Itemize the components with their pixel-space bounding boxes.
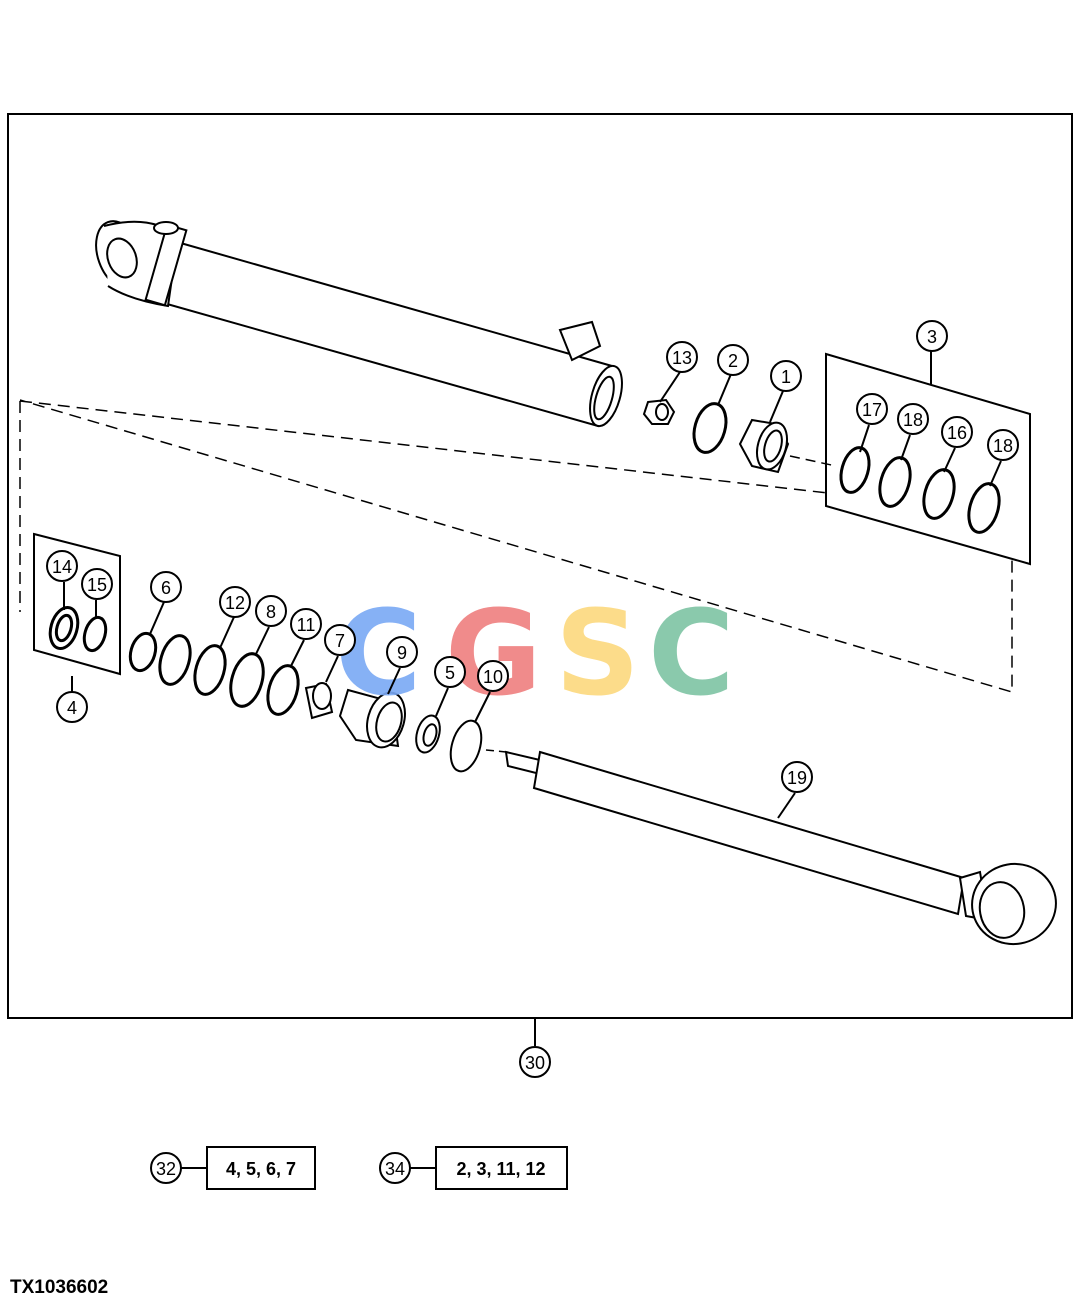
kit-legend-34: 34 2, 3, 11, 12 <box>379 1146 568 1190</box>
callout-7: 7 <box>324 624 356 656</box>
kit-32-contents: 4, 5, 6, 7 <box>226 1159 296 1179</box>
piston-side-rings <box>128 631 300 716</box>
callout-1: 1 <box>770 360 802 392</box>
kit-4-seals <box>48 605 108 653</box>
callout-19: 19 <box>781 761 813 793</box>
part-19-rod <box>504 750 1057 946</box>
watermark-letter-4: C <box>648 584 735 722</box>
callout-14: 14 <box>46 550 78 582</box>
part-13-nut <box>642 398 676 425</box>
callout-17: 17 <box>856 393 888 425</box>
part-5-nut <box>415 714 441 754</box>
callout-2: 2 <box>717 344 749 376</box>
callout-4-label: 4 <box>67 698 77 718</box>
callout-15-label: 15 <box>87 575 107 595</box>
kit-34-contents: 2, 3, 11, 12 <box>456 1159 545 1179</box>
diagram-frame <box>7 113 1073 1019</box>
callout-3: 3 <box>916 320 948 352</box>
callout-16: 16 <box>941 416 973 448</box>
kit-32-callout: 32 <box>156 1159 176 1179</box>
leader-lines <box>63 350 1002 1169</box>
kit-legend-32: 32 4, 5, 6, 7 <box>150 1146 316 1190</box>
watermark: C G S C <box>335 584 735 722</box>
kit-34-callout: 34 <box>385 1159 405 1179</box>
callout-18a: 18 <box>897 403 929 435</box>
callout-9-label: 9 <box>397 643 407 663</box>
callout-13-label: 13 <box>672 348 692 368</box>
callout-11: 11 <box>290 608 322 640</box>
callout-5-label: 5 <box>445 663 455 683</box>
callout-6: 6 <box>150 571 182 603</box>
part-7-bushing <box>304 682 334 720</box>
callout-15: 15 <box>81 568 113 600</box>
callout-16-label: 16 <box>947 423 967 443</box>
callout-5: 5 <box>434 656 466 688</box>
part-2-ring <box>692 402 728 454</box>
callout-12: 12 <box>219 586 251 618</box>
callout-6-label: 6 <box>161 578 171 598</box>
callout-1-label: 1 <box>781 367 791 387</box>
callout-17-label: 17 <box>862 400 882 420</box>
figure-id: TX1036602 <box>10 1277 109 1298</box>
callout-8: 8 <box>255 595 287 627</box>
callout-3-label: 3 <box>927 327 937 347</box>
cylinder-barrel <box>95 220 623 428</box>
callout-12-label: 12 <box>225 593 245 613</box>
watermark-letter-2: G <box>445 584 542 722</box>
callout-19-label: 19 <box>787 768 807 788</box>
callout-18a-label: 18 <box>903 410 923 430</box>
callout-10-label: 10 <box>483 667 503 687</box>
watermark-letter-3: S <box>555 584 640 722</box>
part-10-ring <box>449 719 483 773</box>
callout-4: 4 <box>56 691 88 723</box>
alignment-dashed-line <box>19 399 1013 694</box>
kit-4-box <box>33 532 121 676</box>
part-9-piston <box>338 688 406 749</box>
callout-10: 10 <box>477 660 509 692</box>
callout-13: 13 <box>666 341 698 373</box>
callout-30-label: 30 <box>525 1053 545 1073</box>
callout-18b: 18 <box>987 429 1019 461</box>
callout-11-label: 11 <box>297 615 316 635</box>
callout-9: 9 <box>386 636 418 668</box>
callout-2-label: 2 <box>728 351 738 371</box>
callout-14-label: 14 <box>52 557 72 577</box>
part-1-gland <box>738 418 790 474</box>
callout-30: 30 <box>519 1046 551 1078</box>
callout-18b-label: 18 <box>993 436 1013 456</box>
callout-8-label: 8 <box>266 602 276 622</box>
callout-7-label: 7 <box>335 631 345 651</box>
